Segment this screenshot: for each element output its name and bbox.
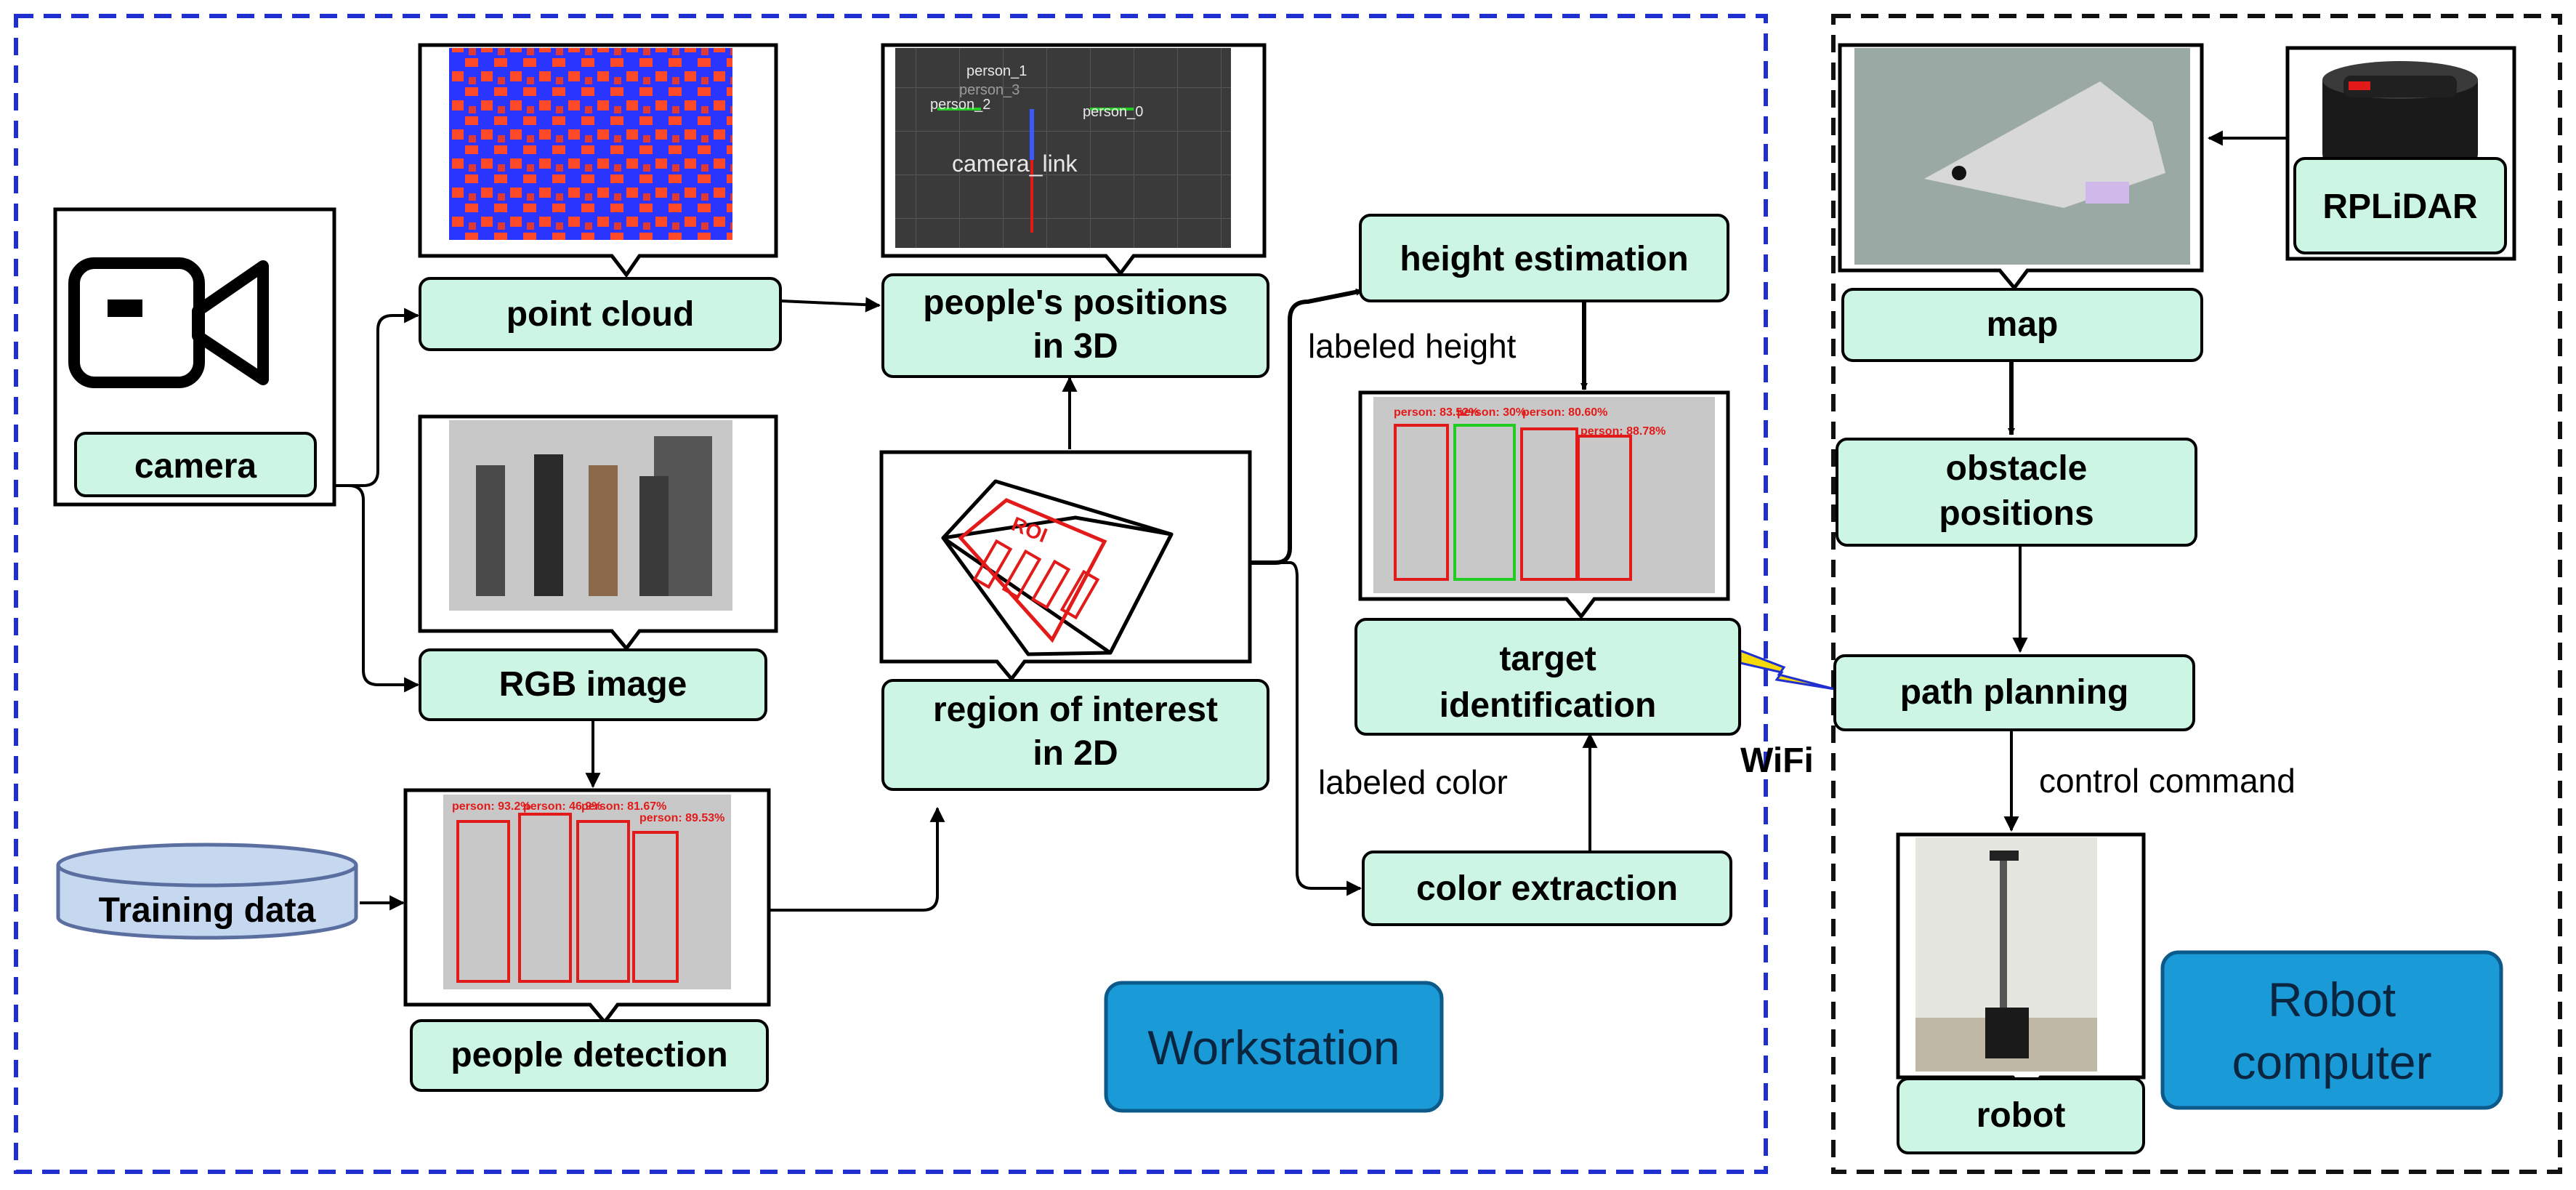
rviz-person-1: person_1: [966, 63, 1027, 79]
peoples-positions-label-1: people's positions: [923, 284, 1227, 322]
rgb-image-box: [419, 648, 767, 721]
region-of-interest-box: [881, 679, 1269, 791]
rgb-image-label: RGB image: [499, 665, 687, 704]
rviz-axes: [937, 108, 1134, 233]
peoples-positions-label-2: in 3D: [1033, 327, 1118, 366]
labeled-color-label: labeled color: [1318, 763, 1508, 801]
obstacle-positions-box: [1836, 438, 2197, 547]
detection-label-3: person: 89.53%: [639, 812, 724, 824]
wifi-label: WiFi: [1740, 741, 1814, 780]
detection-photo: [443, 795, 731, 989]
robot-computer-zone-label-2: computer: [2232, 1035, 2431, 1089]
rviz-person-2: person_2: [930, 97, 990, 113]
rviz-camera-link: camera_link: [952, 150, 1078, 177]
edge-camera-pointcloud: [334, 307, 420, 487]
rplidar-box: [2293, 157, 2507, 254]
obstacle-positions-label-2: positions: [1939, 494, 2093, 533]
roi-sketch: [941, 479, 1174, 656]
robot-computer-zone-badge: [2160, 950, 2503, 1110]
color-extraction-label: color extraction: [1416, 869, 1678, 908]
robot-photo: [1915, 837, 2097, 1072]
detection-label-2: person: 81.67%: [581, 800, 666, 813]
robot-computer-zone-label-1: Robot: [2268, 973, 2396, 1026]
roi-thumbnail-frame: [879, 450, 1252, 683]
camera-label: camera: [134, 447, 257, 486]
workstation-zone-badge: [1104, 981, 1444, 1113]
identified-label-1: person: 30%: [1457, 406, 1526, 419]
map-box: [1841, 288, 2203, 362]
identified-label-2: person: 80.60%: [1522, 406, 1607, 419]
height-estimation-label: height estimation: [1400, 240, 1688, 278]
map-image: [1854, 48, 2190, 265]
point-cloud-box: [419, 277, 782, 351]
robot-box: [1897, 1077, 2145, 1154]
point-cloud-label: point cloud: [506, 295, 695, 334]
obstacle-positions-label-1: obstacle: [1946, 449, 2088, 488]
region-of-interest-label-1: region of interest: [933, 691, 1218, 729]
region-of-interest-label-2: in 2D: [1033, 734, 1118, 773]
workstation-zone: [14, 14, 1768, 1174]
detection-label-0: person: 93.2%: [452, 800, 530, 813]
edge-pointcloud-positions: [780, 297, 881, 313]
rplidar-label: RPLiDAR: [2322, 188, 2477, 226]
detection-label-1: person: 46.9%: [523, 800, 602, 813]
identified-label-0: person: 83.52%: [1394, 406, 1479, 419]
training-data-database-icon: [56, 843, 358, 940]
rviz-person-0: person_0: [1083, 104, 1143, 120]
people-detection-label: people detection: [451, 1036, 727, 1074]
point-cloud-image: [449, 48, 732, 240]
video-camera-icon: [68, 257, 269, 388]
camera-box: [74, 432, 317, 497]
lidar-sensor-icon: [2322, 61, 2478, 172]
identified-label-3: person: 88.78%: [1580, 425, 1665, 438]
labeled-height-label: labeled height: [1308, 327, 1517, 365]
robot-computer-zone: [1831, 14, 2562, 1174]
wifi-bolt-icon: [1739, 648, 1836, 691]
robot-label: robot: [1977, 1096, 2066, 1135]
control-command-label: control command: [2039, 762, 2296, 800]
height-estimation-box: [1359, 214, 1729, 302]
target-identification-label-2: identification: [1440, 686, 1657, 725]
rviz-image: [895, 48, 1231, 248]
rgb-people-photo: [449, 420, 732, 611]
path-planning-box: [1833, 654, 2195, 731]
peoples-positions-box: [881, 273, 1269, 378]
target-identification-box: [1354, 618, 1741, 736]
path-planning-label: path planning: [1900, 673, 2129, 712]
workstation-zone-label: Workstation: [1147, 1021, 1400, 1074]
training-data-label: Training data: [99, 891, 316, 930]
rviz-person-3: person_3: [959, 82, 1020, 98]
color-extraction-box: [1362, 851, 1732, 926]
target-identification-label-1: target: [1499, 640, 1596, 678]
edge-detection-roi: [769, 806, 945, 912]
edge-camera-rgb: [334, 484, 420, 693]
target-photo: [1373, 397, 1715, 593]
map-label: map: [1987, 305, 2059, 344]
people-detection-box: [410, 1019, 769, 1092]
edge-roi-color: [1250, 561, 1362, 896]
